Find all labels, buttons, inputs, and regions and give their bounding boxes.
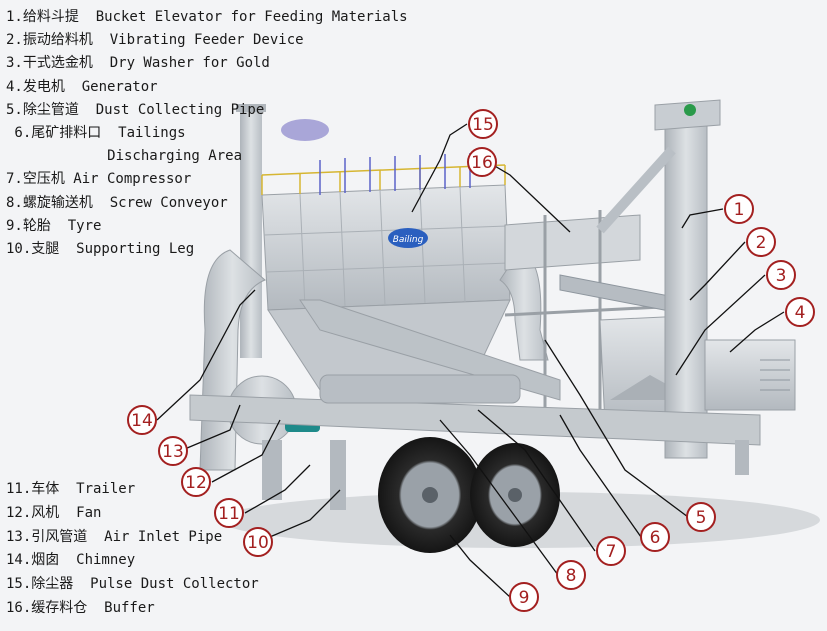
callout-number-5: 5 <box>696 508 707 528</box>
callout-number-13: 13 <box>162 442 184 462</box>
callout-number-9: 9 <box>519 588 530 608</box>
trailer-frame <box>189 394 761 446</box>
legend-item: 2.振动给料机 Vibrating Feeder Device <box>6 32 304 49</box>
callout-circle-7 <box>596 536 626 566</box>
legend-item: 11.车体 Trailer <box>6 481 136 497</box>
callout-circle-12 <box>181 467 211 497</box>
legend-item: 1.给料斗提 Bucket Elevator for Feeding Mater… <box>6 9 408 25</box>
callout-circle-8 <box>556 560 586 590</box>
callout-number-3: 3 <box>776 266 787 286</box>
callout-number-2: 2 <box>756 233 767 253</box>
callout-number-16: 16 <box>471 153 493 173</box>
callout-circle-9 <box>509 582 539 612</box>
legend-item: Discharging Area <box>6 148 243 165</box>
callout-circle-13 <box>158 436 188 466</box>
callout-circle-16 <box>467 147 497 177</box>
bucket-elevator <box>664 117 708 459</box>
callout-circle-1 <box>724 194 754 224</box>
legend-item: 15.除尘器 Pulse Dust Collector <box>6 576 259 593</box>
callout-number-7: 7 <box>606 542 617 562</box>
legend-item: 14.烟囱 Chimney <box>6 552 136 569</box>
legend-item: 12.风机 Fan <box>6 504 102 521</box>
leader-lines <box>156 123 785 598</box>
callout-number-14: 14 <box>131 411 153 431</box>
callout-number-6: 6 <box>650 528 661 548</box>
callout-number-10: 10 <box>247 533 269 553</box>
legend-bottom: 11.车体 Trailer 12.风机 Fan 13.引风管道 Air Inlet … <box>6 478 259 621</box>
callout-circle-5 <box>686 502 716 532</box>
brand-label: Bailing <box>393 235 424 245</box>
callout-circle-15 <box>468 109 498 139</box>
callout-number-8: 8 <box>566 566 577 586</box>
callout-circle-14 <box>127 405 157 435</box>
generator <box>704 339 796 411</box>
callout-number-15: 15 <box>472 115 494 135</box>
callout-number-11: 11 <box>218 504 240 524</box>
legend-item: 6.尾矿排料口 Tailings <box>6 125 186 142</box>
legend-item: 8.螺旋输送机 Screw Conveyor <box>6 194 228 211</box>
brand-badge <box>388 228 428 248</box>
air-tank <box>281 119 329 141</box>
callout-number-12: 12 <box>185 473 207 493</box>
callout-circle-10 <box>243 527 273 557</box>
buffer-hopper <box>504 214 641 271</box>
callout-number-1: 1 <box>734 200 745 220</box>
legend-item: 10.支腿 Supporting Leg <box>6 241 195 258</box>
callout-circle-6 <box>640 522 670 552</box>
supporting-leg <box>262 440 282 500</box>
legend-item: 13.引风管道 Air Inlet Pipe <box>6 528 223 545</box>
legend-item: 9.轮胎 Tyre <box>6 217 102 234</box>
callout-circle-4 <box>785 297 815 327</box>
callout-circle-11 <box>214 498 244 528</box>
legend-item: 4.发电机 Generator <box>6 78 158 95</box>
legend-item: 16.缓存料仓 Buffer <box>6 599 155 616</box>
legend-item: 7.空压机 Air Compressor <box>6 171 192 188</box>
callout-circle-3 <box>766 260 796 290</box>
legend-top: 1.给料斗提 Bucket Elevator for Feeding Mater… <box>6 6 408 261</box>
callout-circle-2 <box>746 227 776 257</box>
dust-collector-grid <box>263 186 510 309</box>
callout-number-4: 4 <box>795 303 806 323</box>
legend-item: 5.除尘管道 Dust Collecting Pipe <box>6 101 265 118</box>
screw-conveyor <box>319 374 521 404</box>
legend-item: 3.干式选金机 Dry Washer for Gold <box>6 55 270 72</box>
generator-vents <box>760 359 790 391</box>
